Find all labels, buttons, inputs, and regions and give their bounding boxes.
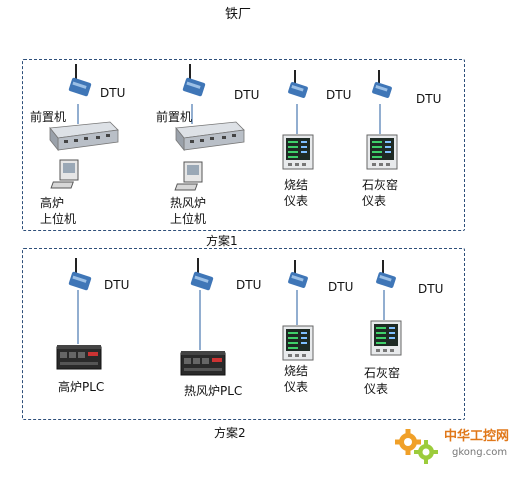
target-line1-label: 石灰窑 xyxy=(362,178,399,192)
target-line1-label: 烧结 xyxy=(284,178,309,192)
target-line2-label: 上位机 xyxy=(170,212,207,226)
target-line1-label: 热风炉 xyxy=(170,196,207,210)
target-line1-label: 高炉 xyxy=(40,196,65,210)
gear-logo-icon xyxy=(395,429,438,464)
dtu-modem-icon xyxy=(372,70,392,98)
dtu-modem-icon xyxy=(182,64,206,97)
dtu-label: DTU xyxy=(234,88,260,102)
dtu-label: DTU xyxy=(100,86,126,100)
host-computer-icon xyxy=(50,159,79,189)
front-end-server-icon xyxy=(49,121,119,152)
dtu-label: DTU xyxy=(418,282,444,296)
dtu-label: DTU xyxy=(236,278,262,292)
scheme2-frame xyxy=(22,248,465,420)
meter-icon xyxy=(282,134,314,170)
target-line1-label: 高炉PLC xyxy=(58,380,105,394)
dtu-modem-icon xyxy=(376,260,396,288)
scheme1-caption: 方案1 xyxy=(206,234,238,248)
front-end-device-label: 前置机 xyxy=(156,110,193,124)
dtu-label: DTU xyxy=(328,280,354,294)
dtu-modem-icon xyxy=(288,260,308,288)
watermark-line2: gkong.com xyxy=(452,447,508,458)
meter-icon xyxy=(366,134,398,170)
page-title: 铁厂 xyxy=(225,7,252,22)
dtu-label: DTU xyxy=(104,278,130,292)
plc-icon xyxy=(180,351,226,376)
dtu-label: DTU xyxy=(326,88,352,102)
dtu-modem-icon xyxy=(68,258,92,291)
watermark-line1: 中华工控网 xyxy=(444,429,510,444)
target-line1-label: 烧结 xyxy=(284,364,309,378)
plc-icon xyxy=(56,345,102,370)
dtu-label: DTU xyxy=(416,92,442,106)
scheme2-caption: 方案2 xyxy=(214,426,246,440)
target-line2-label: 上位机 xyxy=(40,212,77,226)
meter-icon xyxy=(370,320,402,356)
host-computer-icon xyxy=(174,161,203,191)
front-end-device-label: 前置机 xyxy=(30,110,67,124)
meter-icon xyxy=(282,325,314,361)
dtu-modem-icon xyxy=(68,64,92,97)
target-line2-label: 仪表 xyxy=(284,194,309,208)
front-end-server-icon xyxy=(175,121,245,152)
target-line1-label: 石灰窑 xyxy=(364,366,401,380)
target-line2-label: 仪表 xyxy=(362,194,387,208)
target-line1-label: 热风炉PLC xyxy=(184,384,243,398)
dtu-modem-icon xyxy=(190,258,214,291)
dtu-modem-icon xyxy=(288,70,308,98)
target-line2-label: 仪表 xyxy=(364,382,389,396)
target-line2-label: 仪表 xyxy=(284,380,309,394)
scheme1-frame xyxy=(22,59,465,231)
